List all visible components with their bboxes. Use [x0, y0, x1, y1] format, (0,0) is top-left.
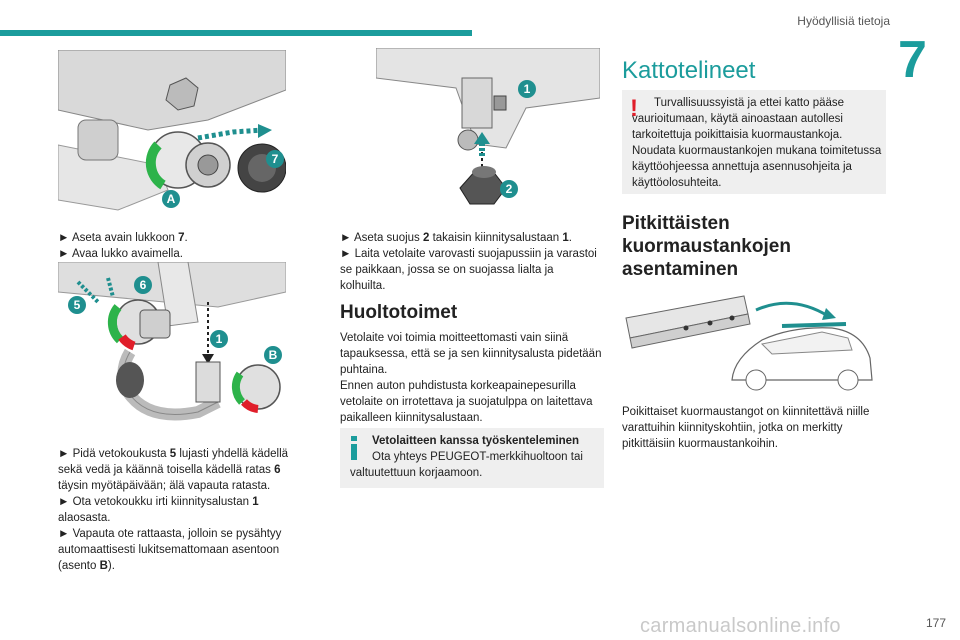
- warning-text: Turvallisuussyistä ja ettei katto pääse …: [632, 97, 882, 189]
- watermark: carmanualsonline.info: [640, 615, 841, 637]
- step-a2: ► Avaa lukko avaimella.: [58, 248, 183, 260]
- callout-5: 5: [68, 296, 86, 314]
- chapter-number: 7: [898, 31, 927, 89]
- callout-b: B: [264, 346, 282, 364]
- maintenance-p1: Vetolaite voi toimia moitteettomasti vai…: [340, 332, 602, 376]
- page-number: 177: [925, 616, 946, 630]
- figure-tow-bar: 5 6 1 B: [58, 262, 286, 430]
- maintenance-title: Huoltotoimet: [340, 302, 458, 323]
- callout-1-cap: 1: [518, 80, 536, 98]
- callout-7: 7: [266, 150, 284, 168]
- info-text: Ota yhteys PEUGEOT-merkkihuoltoon tai va…: [350, 451, 583, 479]
- callout-2: 2: [500, 180, 518, 198]
- callout-a: A: [162, 190, 180, 208]
- step-b3: ► Vapauta ote rattaasta, jolloin se pysä…: [58, 528, 282, 572]
- callout-1-tow: 1: [210, 330, 228, 348]
- roof-bars-paragraph: Poikittaiset kuormaustangot on kiinnitet…: [622, 406, 870, 450]
- info-icon: [348, 436, 360, 460]
- step-b1: ► Pidä vetokoukusta 5 lujasti yhdellä kä…: [58, 448, 289, 492]
- info-title: Vetolaitteen kanssa työskenteleminen: [372, 435, 580, 447]
- steps-a: ► Aseta avain lukkoon 7. ► Avaa lukko av…: [58, 230, 288, 262]
- step-a1: ► Aseta avain lukkoon 7.: [58, 232, 188, 244]
- figure-roof-bars: [622, 288, 878, 396]
- callout-6: 6: [134, 276, 152, 294]
- warning-icon: !: [630, 95, 638, 122]
- warning-box: ! Turvallisuussyistä ja ettei katto pääs…: [622, 90, 886, 194]
- figure-protective-cap: 1 2: [376, 48, 600, 216]
- step-c1: ► Aseta suojus 2 takaisin kiinnitysalust…: [340, 232, 572, 244]
- longitudinal-bars-title: Pitkittäisten kuormaustankojen asentamin…: [622, 213, 791, 280]
- info-box: Vetolaitteen kanssa työskenteleminen Ota…: [340, 428, 604, 488]
- header-accent-bar: [0, 30, 472, 36]
- roof-racks-title: Kattotelineet: [622, 57, 756, 84]
- figure-key-lock: 7 A: [58, 50, 286, 220]
- step-b2: ► Ota vetokoukku irti kiinnitysalustan 1…: [58, 496, 259, 524]
- steps-b: ► Pidä vetokoukusta 5 lujasti yhdellä kä…: [58, 446, 298, 574]
- steps-col2: ► Aseta suojus 2 takaisin kiinnitysalust…: [340, 230, 602, 294]
- section-label: Hyödyllisiä tietoja: [797, 14, 890, 28]
- maintenance-p2: Ennen auton puhdistusta korkeapainepesur…: [340, 380, 593, 424]
- maintenance-body: Vetolaite voi toimia moitteettomasti vai…: [340, 330, 602, 426]
- step-c2: ► Laita vetolaite varovasti suojapussiin…: [340, 248, 597, 292]
